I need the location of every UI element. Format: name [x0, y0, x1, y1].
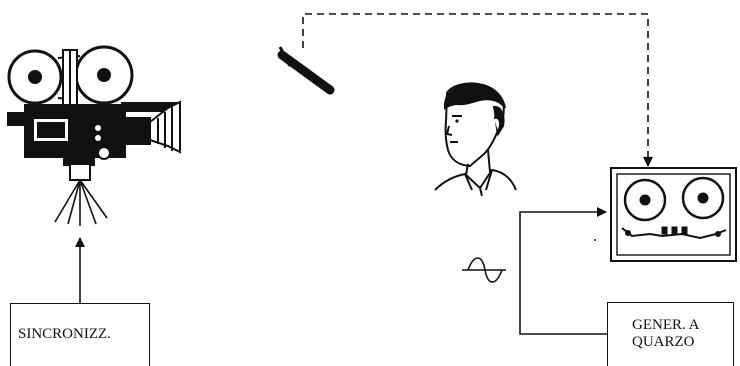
generator-label-line1: GENER. A — [632, 317, 700, 333]
film-camera-icon — [7, 45, 181, 226]
person-head-icon — [434, 82, 517, 197]
sync-label: SINCRONIZZ. — [18, 326, 111, 342]
microphone-icon — [277, 46, 335, 95]
generator-label-line2: QUARZO — [632, 334, 695, 350]
quartz-generator-box: GENER. A QUARZO — [607, 302, 734, 366]
sync-box: SINCRONIZZ. — [10, 303, 150, 366]
generator-to-recorder-arrow — [519, 207, 607, 335]
sine-wave-icon — [462, 257, 506, 283]
mic-to-recorder-dashed-arrow — [302, 13, 653, 167]
tape-recorder-icon — [610, 167, 737, 262]
